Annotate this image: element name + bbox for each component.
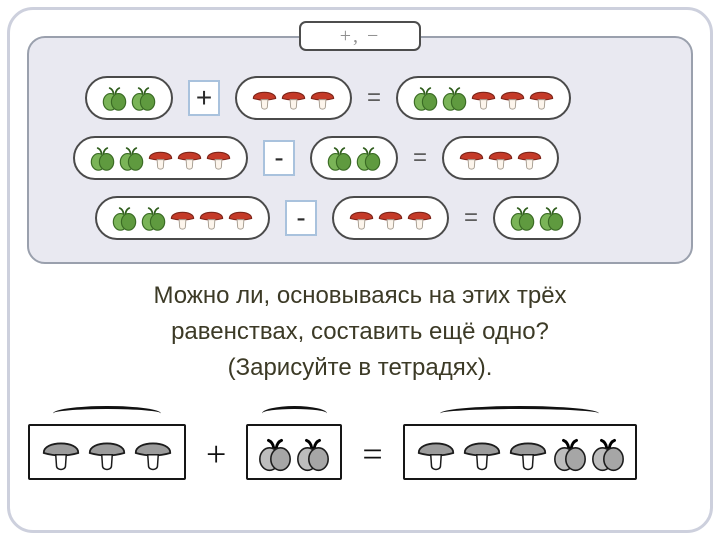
answer-box-all [402,424,637,480]
mushroom-icon [86,433,128,473]
grouping-arc [440,406,600,421]
grouping-arc [53,406,161,421]
minus-sign: - [296,202,306,233]
question-text: Можно ли, основываясь на этих трёх равен… [0,278,720,386]
mushroom-icon [198,205,225,232]
equals-sign: = [367,84,382,111]
apple-icon [509,205,536,232]
mushroom-icon [528,85,555,112]
mushroom-icon [461,433,503,473]
apple-icon [355,145,382,172]
group-pill-result [396,76,572,120]
equals-sign: = [464,204,479,231]
group-pill-left [95,196,270,240]
question-line-2: равенствах, составить ещё одно? [171,318,549,345]
operations-tab-label: +, − [339,24,381,47]
mushroom-icon [205,145,232,172]
minus-operator-box: - [263,140,295,176]
plus-operator-box: + [188,80,220,116]
question-line-3: (Зарисуйте в тетрадях). [227,354,493,381]
mushroom-icon [499,85,526,112]
minus-operator-box: - [285,200,317,236]
apple-icon [111,205,138,232]
mushroom-icon [470,85,497,112]
mushroom-icon [487,145,514,172]
mushroom-icon [415,433,457,473]
answer-group-all [402,406,637,480]
equals-sign: = [362,434,383,474]
minus-sign: - [274,142,284,173]
group-pill-right [310,136,398,180]
apple-icon [118,145,145,172]
apple-icon [538,205,565,232]
group-pill-left [73,136,248,180]
mushroom-icon [147,145,174,172]
apple-icon [101,85,128,112]
mushroom-icon [309,85,336,112]
mushroom-icon [40,433,82,473]
question-line-1: Можно ли, основываясь на этих трёх [153,282,567,309]
group-pill-result [493,196,582,240]
mushroom-icon [377,205,404,232]
mushroom-icon [516,145,543,172]
group-pill-left [85,76,173,120]
answer-group-apples [246,406,343,480]
equation-row-2: - = [29,128,691,188]
mushroom-icon [458,145,485,172]
plus-sign: + [206,434,227,474]
equations-panel: + = - = - = [27,36,693,264]
mushroom-icon [280,85,307,112]
answer-box-mushrooms [28,424,186,480]
apple-icon [89,145,116,172]
mushroom-icon [348,205,375,232]
answer-box-apples [246,424,343,480]
operations-tab: +, − [299,21,421,51]
apple-icon [326,145,353,172]
apple-icon [441,85,468,112]
equals-sign: = [413,144,428,171]
apple-icon [553,436,587,473]
mushroom-icon [406,205,433,232]
answer-group-mushrooms [28,406,186,480]
apple-icon [412,85,439,112]
plus-sign: + [195,82,213,113]
equation-row-1: + = [29,68,691,128]
grouping-arc [261,406,327,421]
apple-icon [591,436,625,473]
slide-border [7,7,713,533]
mushroom-icon [132,433,174,473]
equation-row-3: - = [29,188,691,248]
group-pill-right [235,76,352,120]
mushroom-icon [251,85,278,112]
mushroom-icon [176,145,203,172]
apple-icon [296,436,330,473]
answer-equation: + = [28,406,637,480]
apple-icon [130,85,157,112]
apple-icon [140,205,167,232]
apple-icon [258,436,292,473]
mushroom-icon [507,433,549,473]
mushroom-icon [169,205,196,232]
mushroom-icon [227,205,254,232]
group-pill-right [332,196,449,240]
group-pill-result [442,136,560,180]
